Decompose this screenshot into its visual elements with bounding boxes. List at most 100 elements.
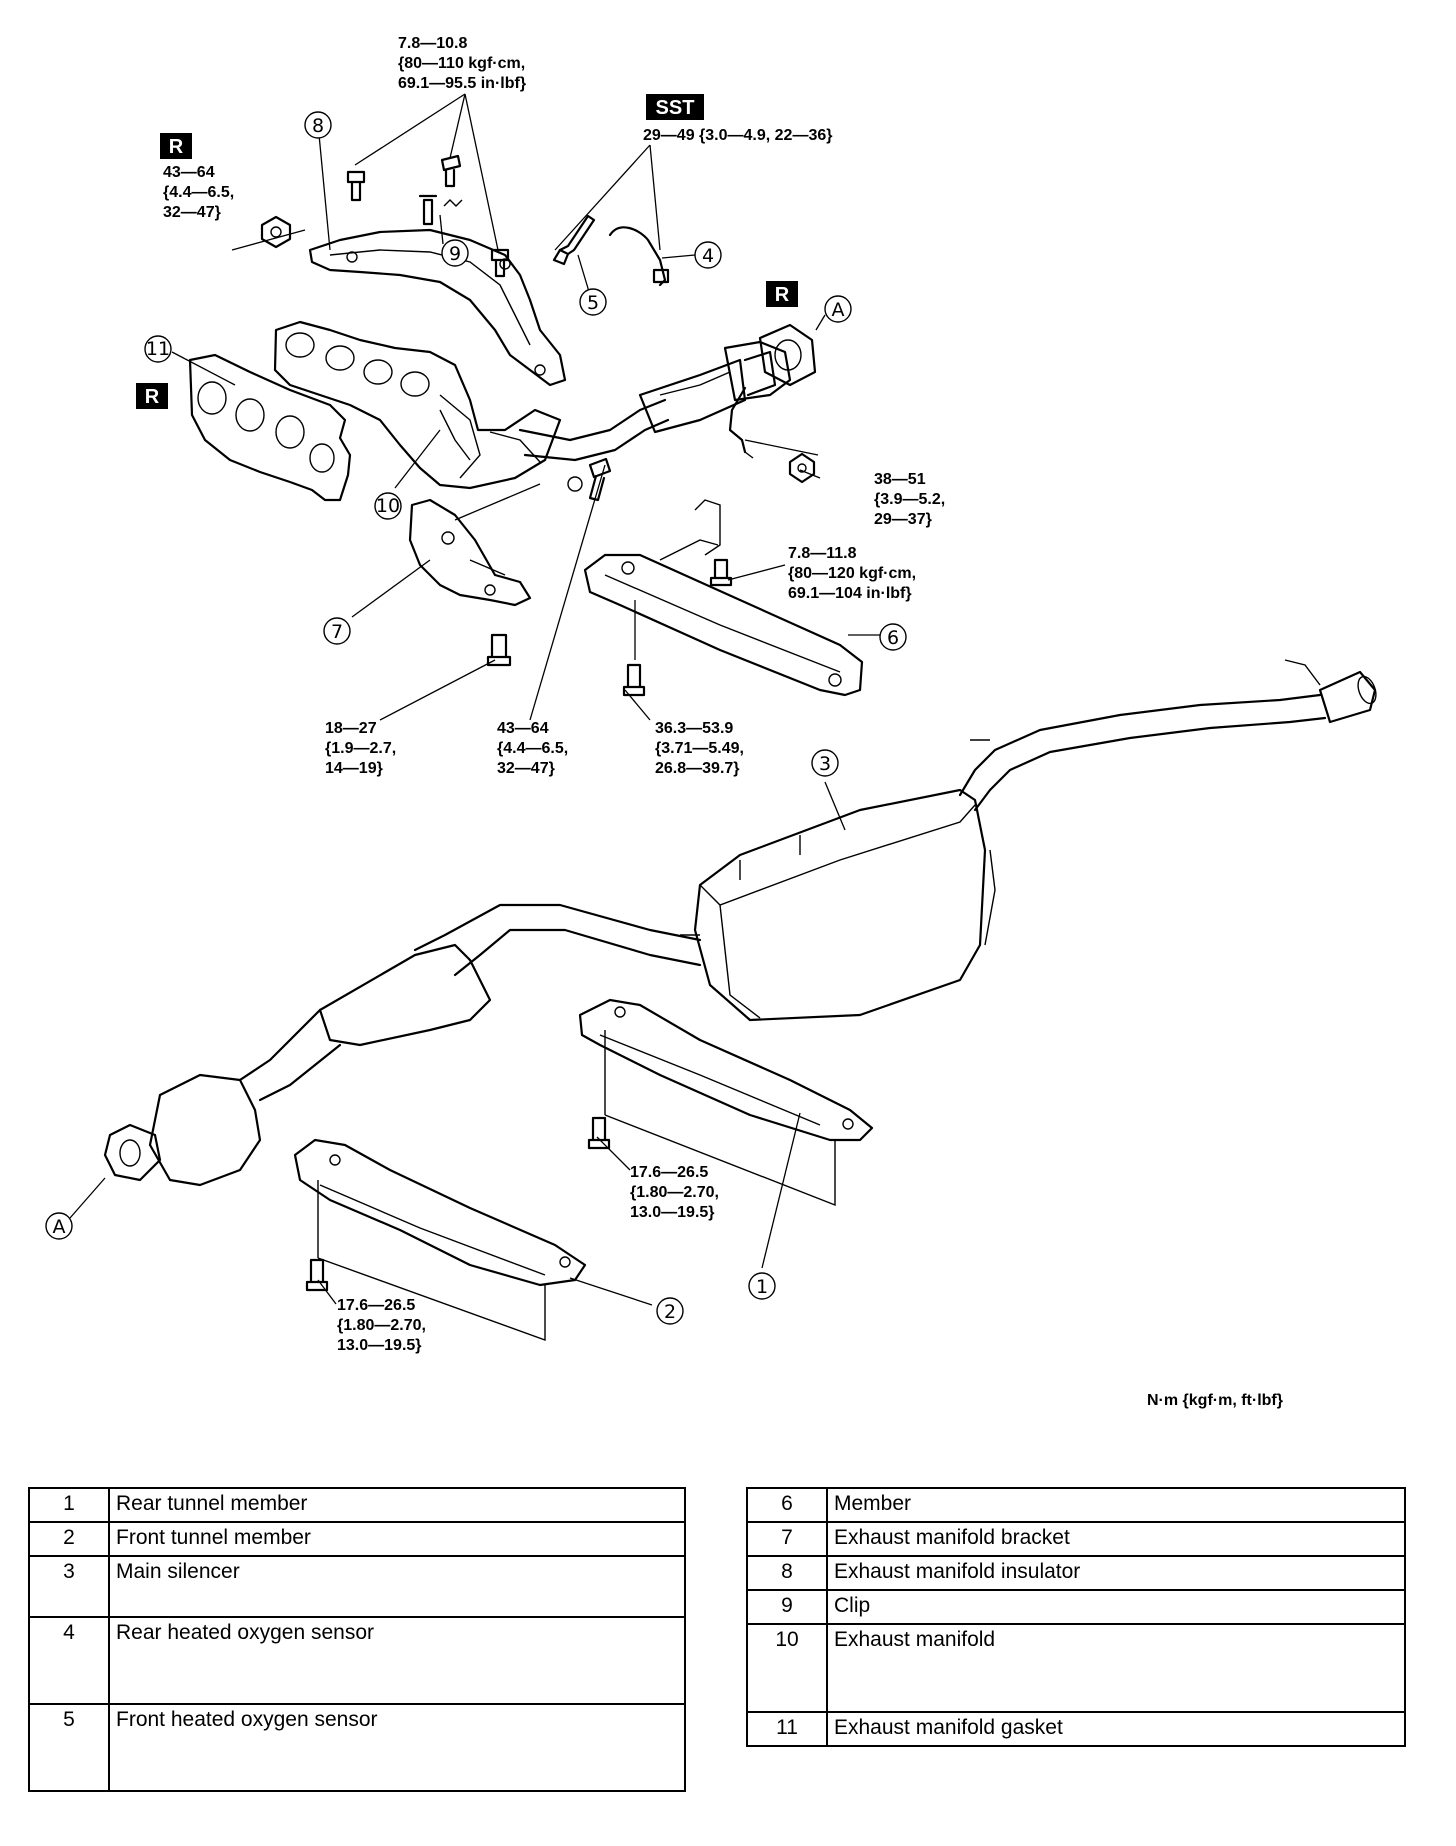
svg-text:2: 2 [664,1301,676,1323]
rear-tunnel-member [578,998,874,1207]
svg-text:69.1—95.5 in·lbf}: 69.1—95.5 in·lbf} [398,75,526,92]
rear-oxygen-sensor [608,226,670,287]
torque-member-bolts: 7.8—11.8 {80—120 kgf·cm, 69.1—104 in·lbf… [788,545,916,602]
svg-text:A: A [832,299,845,321]
svg-text:13.0—19.5}: 13.0—19.5} [630,1204,715,1221]
manifold-nut [260,215,292,249]
svg-text:{3.71—5.49,: {3.71—5.49, [655,740,744,757]
flange-nut [788,452,816,484]
svg-text:A: A [53,1216,66,1238]
svg-text:7.8—10.8: 7.8—10.8 [398,35,467,52]
svg-text:14—19}: 14—19} [325,760,383,777]
tailpipe [958,659,1377,812]
torque-member-main-bolt: 36.3—53.9 {3.71—5.49, 26.8—39.7} [655,720,744,777]
torque-bracket-bolt: 18—27 {1.9—2.7, 14—19} [325,720,396,777]
front-oxygen-sensor [552,214,596,266]
callout-leaders [171,123,846,831]
svg-text:6: 6 [887,627,899,649]
torque-flange-nut: 38—51 {3.9—5.2, 29—37} [874,471,945,528]
svg-text:7.8—11.8: 7.8—11.8 [788,545,857,562]
bracket-bolt [486,633,512,667]
svg-text:13.0—19.5}: 13.0—19.5} [337,1337,422,1354]
clip [418,194,463,226]
svg-text:R: R [775,284,790,306]
main-silencer [693,788,996,1022]
callout-10: 10 [374,492,402,520]
svg-text:32—47}: 32—47} [163,204,221,221]
replace-badge-flange-gasket: R [766,281,798,307]
torque-manifold-nut: 43—64 {4.4—6.5, 32—47} [163,164,234,221]
svg-text:10: 10 [376,495,400,517]
callout-9: 9 [441,239,469,267]
units-note: N·m {kgf·m, ft·lbf} [1147,1392,1283,1409]
svg-text:{4.4—6.5,: {4.4—6.5, [163,184,234,201]
svg-text:26.8—39.7}: 26.8—39.7} [655,760,740,777]
svg-text:{1.80—2.70,: {1.80—2.70, [337,1317,426,1334]
svg-text:7: 7 [331,621,343,643]
center-pipe [103,903,702,1187]
svg-text:69.1—104 in·lbf}: 69.1—104 in·lbf} [788,585,912,602]
svg-text:R: R [169,136,184,158]
svg-text:17.6—26.5: 17.6—26.5 [337,1297,415,1314]
svg-text:{1.9—2.7,: {1.9—2.7, [325,740,396,757]
svg-text:36.3—53.9: 36.3—53.9 [655,720,733,737]
rear-tunnel-bolt [587,1116,611,1150]
front-tunnel-bolt [305,1258,329,1292]
replace-badge-manifold-gasket: R [136,383,168,409]
callout-11: 11 [144,335,172,363]
front-pipe [518,340,792,462]
sst-badge: SST [646,94,704,120]
torque-rear-tunnel-bolt: 17.6—26.5 {1.80—2.70, 13.0—19.5} [630,1164,719,1221]
insulator-bolts [346,154,510,278]
callout-1: 1 [748,1272,776,1300]
svg-text:SST: SST [656,97,695,119]
svg-text:R: R [145,386,160,408]
svg-text:{3.9—5.2,: {3.9—5.2, [874,491,945,508]
flange-gasket [758,323,817,387]
svg-text:1: 1 [756,1276,768,1298]
svg-text:4: 4 [702,245,714,267]
svg-text:{1.80—2.70,: {1.80—2.70, [630,1184,719,1201]
replace-badge-nut: R [160,133,192,159]
callout-3: 3 [811,749,839,777]
svg-text:43—64: 43—64 [497,720,549,737]
exhaust-manifold [273,320,562,490]
torque-oxygen-sensor: 29—49 {3.0—4.9, 22—36} [643,127,832,144]
torque-front-tunnel-bolt: 17.6—26.5 {1.80—2.70, 13.0—19.5} [337,1297,426,1354]
svg-text:3: 3 [819,753,831,775]
ref-a-lower: A [45,1212,73,1240]
svg-text:43—64: 43—64 [163,164,215,181]
svg-text:{4.4—6.5,: {4.4—6.5, [497,740,568,757]
torque-heatshield-bolts: 7.8—10.8 {80—110 kgf·cm, 69.1—95.5 in·lb… [398,35,526,92]
svg-text:29—37}: 29—37} [874,511,932,528]
svg-text:5: 5 [587,292,599,314]
exhaust-manifold-bracket [408,498,532,607]
member-bolt-upper [709,558,733,587]
torque-bracket-stud: 43—64 {4.4—6.5, 32—47} [497,720,568,777]
callout-2: 2 [656,1297,684,1325]
svg-text:38—51: 38—51 [874,471,926,488]
svg-text:32—47}: 32—47} [497,760,555,777]
callout-5: 5 [579,288,607,316]
front-tunnel-member [293,1138,587,1341]
exhaust-manifold-gasket [188,353,352,502]
member-bolt-main [622,663,646,697]
svg-text:17.6—26.5: 17.6—26.5 [630,1164,708,1181]
callout-6: 6 [879,623,907,651]
svg-text:8: 8 [312,115,324,137]
svg-text:{80—120 kgf·cm,: {80—120 kgf·cm, [788,565,916,582]
member [583,499,864,697]
